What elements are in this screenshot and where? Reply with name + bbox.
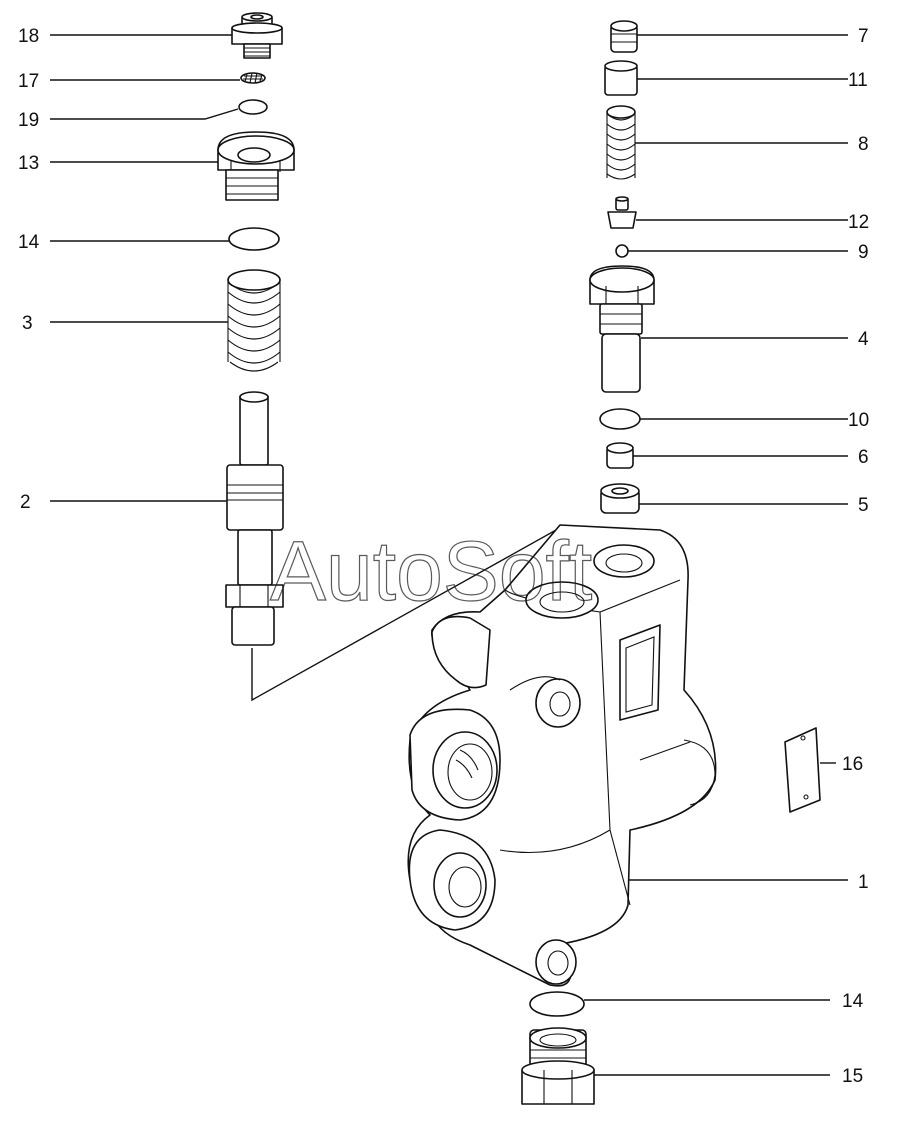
part-14-oring-upper (228, 227, 280, 251)
callout-7: 7 (858, 26, 869, 47)
leader-lines (50, 34, 848, 1076)
part-15-plug (521, 1027, 595, 1105)
part-14-oring-lower (529, 991, 585, 1017)
callout-17: 17 (18, 71, 39, 92)
callout-3: 3 (22, 313, 33, 334)
part-2-spool (225, 391, 284, 646)
part-16-nameplate (784, 727, 821, 813)
part-3-spring (227, 269, 281, 372)
callout-14-lower: 14 (842, 991, 864, 1012)
part-13-plug (217, 131, 295, 201)
part-8-spring (606, 105, 636, 180)
callout-labels: 18 17 19 13 14 3 2 7 11 8 12 9 4 10 6 5 … (18, 26, 869, 1087)
callout-16: 16 (842, 754, 863, 775)
callout-18: 18 (18, 26, 39, 47)
callout-13: 13 (18, 153, 39, 174)
callout-2: 2 (20, 492, 31, 513)
part-12-poppet (607, 196, 637, 229)
callout-15: 15 (842, 1066, 863, 1087)
part-10-oring (599, 408, 641, 430)
part-18-cap-screw (231, 12, 283, 59)
part-1-valve-body (407, 524, 717, 987)
part-11-bushing (604, 60, 638, 96)
part-19-ring (238, 99, 268, 115)
callout-1: 1 (858, 872, 869, 893)
callout-10: 10 (848, 410, 869, 431)
part-7-cap (610, 20, 638, 53)
callout-11: 11 (848, 70, 868, 91)
part-17-filter-disc (240, 72, 266, 84)
callout-9: 9 (858, 242, 869, 263)
callout-5: 5 (858, 495, 869, 516)
callout-6: 6 (858, 447, 869, 468)
watermark-text: AutoSoft (270, 524, 592, 618)
spool-to-body-leader (251, 524, 566, 702)
callout-8: 8 (858, 134, 869, 155)
callout-19: 19 (18, 110, 39, 131)
callout-4: 4 (858, 329, 869, 350)
part-5-seat (600, 483, 640, 514)
callout-14-upper: 14 (18, 232, 40, 253)
callout-12: 12 (848, 212, 869, 233)
part-6-piston (606, 442, 634, 469)
part-9-ball (615, 244, 629, 258)
part-4-valve-seat (589, 265, 655, 393)
